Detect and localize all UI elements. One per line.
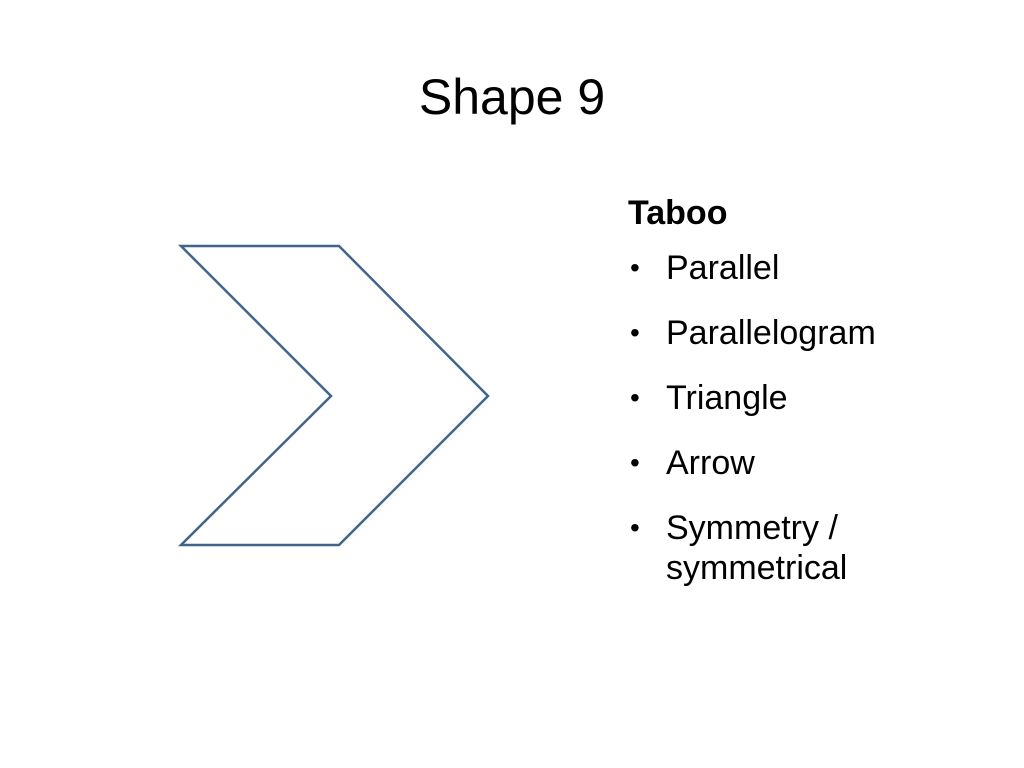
list-item-text: Triangle [666,379,788,417]
taboo-heading: Taboo [628,194,728,232]
bullet-icon: • [630,512,640,543]
list-item: • Symmetry / symmetrical [628,508,1008,588]
bullet-icon: • [630,447,640,478]
taboo-list: • Parallel • Parallelogram • Triangle • … [628,248,1008,588]
chevron-shape [177,244,490,547]
list-item: • Triangle [628,378,1008,418]
chevron-shape-canvas [177,244,490,547]
slide-title: Shape 9 [418,69,606,125]
list-item: • Parallelogram [628,313,1008,353]
bullet-icon: • [630,252,640,283]
list-item-text: Symmetry / symmetrical [666,509,848,587]
taboo-box: Taboo • Parallel • Parallelogram • Trian… [628,190,1008,613]
bullet-icon: • [630,382,640,413]
list-item: • Arrow [628,443,1008,483]
list-item-text: Parallel [666,249,780,287]
list-item: • Parallel [628,248,1008,288]
list-item-text: Parallelogram [666,314,876,352]
list-item-text: Arrow [666,444,755,482]
bullet-icon: • [630,317,640,348]
shape-area [177,244,490,547]
